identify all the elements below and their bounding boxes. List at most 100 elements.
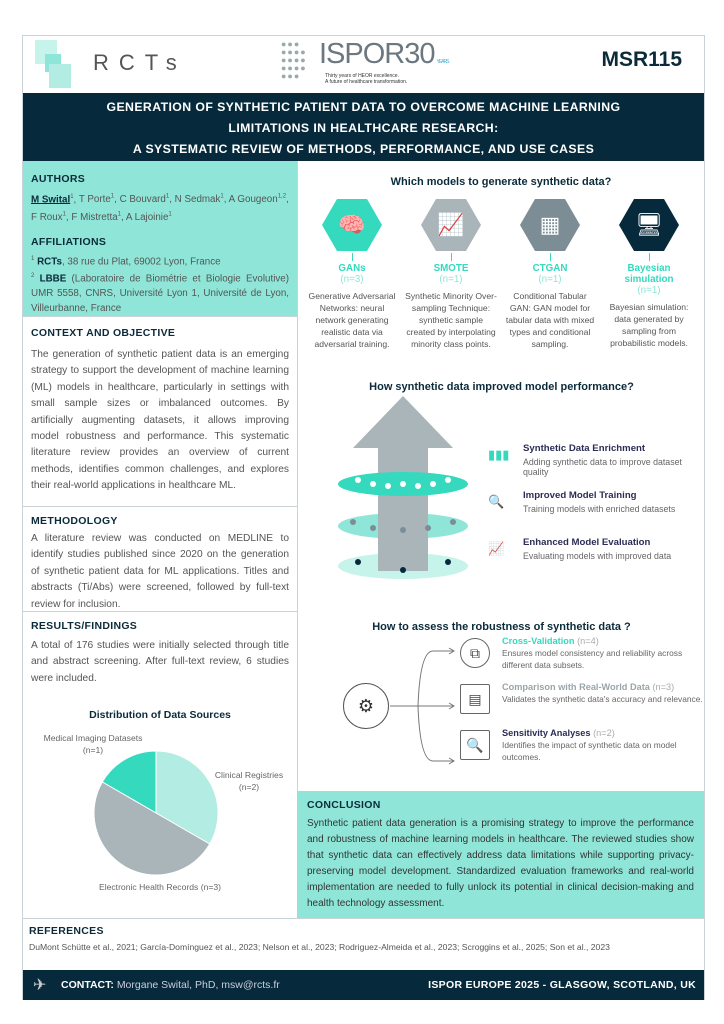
performance-description: Adding synthetic data to improve dataset…: [523, 457, 682, 477]
rcts-logo-text: RCTs: [93, 50, 187, 75]
right-column: Which models to generate synthetic data?…: [297, 161, 704, 918]
performance-title: Enhanced Model Evaluation: [523, 537, 651, 548]
methodology-section: METHODOLOGY A literature review was cond…: [23, 506, 297, 611]
event-name: ISPOR EUROPE 2025 - GLASGOW, SCOTLAND, U…: [428, 979, 696, 991]
gear-chart-icon: ⚙: [343, 683, 389, 729]
robustness-title: Cross-Validation: [502, 636, 575, 646]
affiliations-heading: AFFILIATIONS: [31, 235, 107, 248]
performance-description: Training models with enriched datasets: [523, 504, 676, 514]
conclusion-heading: CONCLUSION: [307, 799, 381, 811]
magnifier-chart-icon: 🔍: [488, 494, 505, 509]
authors-list: M Swital1, T Porte1, C Bouvard1, N Sedma…: [31, 194, 289, 223]
authors-section: AUTHORS M Swital1, T Porte1, C Bouvard1,…: [23, 161, 297, 316]
growth-chart-icon: 📈: [488, 541, 505, 556]
rcts-logo-mark: [35, 40, 85, 88]
results-section: RESULTS/FINDINGS A total of 176 studies …: [23, 611, 297, 918]
title-line: LIMITATIONS IN HEALTHCARE RESEARCH:: [228, 121, 499, 135]
author: N Sedmak: [174, 194, 221, 206]
context-text: The generation of synthetic patient data…: [31, 349, 289, 492]
model-name: CTGAN: [532, 263, 568, 274]
footer: ✈ CONTACT: Morgane Swital, PhD, msw@rcts…: [23, 970, 704, 1000]
pie-label-ehr: Electronic Health Records (n=3): [98, 882, 222, 892]
title-line: GENERATION OF SYNTHETIC PATIENT DATA TO …: [106, 100, 621, 114]
models-list: 🧠 GANs (n=3) Generative Adversarial Netw…: [298, 199, 705, 369]
brain-icon: 🧠: [322, 199, 382, 251]
ispor-tagline: Thirty years of HEOR excellence.A future…: [325, 73, 408, 85]
robustness-item: ⧉ Cross-Validation (n=4) Ensures model c…: [460, 636, 705, 671]
model-name: SMOTE: [433, 263, 469, 274]
model-description: Conditional Tabular GAN: GAN model for t…: [505, 291, 595, 349]
pie-label-registries: Clinical Registries(n=2): [214, 770, 284, 792]
methodology-text: A literature review was conducted on MED…: [31, 533, 289, 610]
table-icon: ▦: [520, 199, 580, 251]
author: A Lajoinie: [125, 211, 169, 223]
author: C Bouvard: [119, 194, 166, 206]
performance-description: Evaluating models with improved data: [523, 551, 672, 561]
cross-validation-icon: ⧉: [460, 638, 490, 668]
model-card: 🖥 Bayesian simulation (n=1) Bayesian sim…: [603, 199, 695, 349]
robustness-question: How to assess the robustness of syntheti…: [372, 621, 631, 633]
conclusion-section: CONCLUSION Synthetic patient data genera…: [297, 791, 704, 918]
authors-heading: AUTHORS: [31, 173, 86, 185]
model-card: ▦ CTGAN (n=1) Conditional Tabular GAN: G…: [504, 199, 596, 350]
computer-icon: 🖥: [619, 199, 679, 251]
model-description: Bayesian simulation: data generated by s…: [609, 302, 689, 348]
author: F Roux: [31, 211, 63, 223]
references-heading: REFERENCES: [29, 925, 104, 937]
conclusion-text: Synthetic patient data generation is a p…: [307, 818, 694, 909]
robustness-description: Identifies the impact of synthetic data …: [502, 740, 677, 762]
robustness-item: 🔍 Sensitivity Analyses (n=2) Identifies …: [460, 728, 705, 763]
model-count: (n=3): [340, 274, 364, 285]
performance-arrow-illustration: [338, 396, 468, 579]
pie-slice-ehr: [93, 781, 211, 876]
results-heading: RESULTS/FINDINGS: [31, 620, 138, 632]
poster-title: GENERATION OF SYNTHETIC PATIENT DATA TO …: [23, 93, 704, 161]
performance-question: How synthetic data improved model perfor…: [369, 381, 634, 393]
left-column: AUTHORS M Swital1, T Porte1, C Bouvard1,…: [23, 161, 297, 918]
title-line: A SYSTEMATIC REVIEW OF METHODS, PERFORMA…: [132, 142, 595, 156]
robustness-count: (n=4): [577, 636, 599, 646]
model-name: Bayesian simulation: [624, 263, 674, 285]
author: T Porte: [78, 194, 111, 206]
robustness-count: (n=3): [652, 682, 675, 692]
growth-chart-icon: 📈: [421, 199, 481, 251]
performance-title: Synthetic Data Enrichment: [523, 443, 646, 454]
robustness-title: Sensitivity Analyses: [502, 728, 591, 738]
ispor-dots-icon: ●●●●●●●●●●●●●●●●●●: [281, 39, 307, 81]
branch-arrows: [390, 647, 455, 765]
performance-title: Improved Model Training: [523, 490, 637, 501]
poster-id: MSR115: [601, 48, 682, 71]
robustness-description: Ensures model consistency and reliabilit…: [502, 648, 683, 670]
robustness-item: ▤ Comparison with Real-World Data (n=3) …: [460, 682, 705, 714]
pie-slice-registries: [155, 750, 219, 845]
contact: CONTACT: Morgane Swital, PhD, msw@rcts.f…: [61, 979, 280, 991]
bar-chart-icon: ▮▮▮: [488, 447, 510, 462]
model-count: (n=1): [538, 274, 562, 285]
model-card: 🧠 GANs (n=3) Generative Adversarial Netw…: [306, 199, 398, 350]
contact-email[interactable]: Morgane Swital, PhD, msw@rcts.fr: [116, 979, 280, 991]
model-count: (n=1): [637, 285, 661, 296]
pie-chart: [93, 750, 219, 876]
model-description: Generative Adversarial Networks: neural …: [308, 291, 396, 349]
context-section: CONTEXT AND OBJECTIVE The generation of …: [23, 316, 297, 506]
methodology-heading: METHODOLOGY: [31, 515, 118, 527]
paper-plane-icon: ✈: [33, 977, 47, 994]
lead-author: M Swital: [31, 194, 71, 206]
model-card: 📈 SMOTE (n=1) Synthetic Minority Over-sa…: [405, 199, 497, 350]
references-text: DuMont Schütte et al., 2021; García-Domí…: [29, 942, 610, 952]
references-section: REFERENCES DuMont Schütte et al., 2021; …: [23, 918, 704, 970]
author: A Gougeon: [228, 194, 278, 206]
pie-label-imaging: Medical Imaging Datasets(n=1): [43, 733, 143, 755]
document-compare-icon: ▤: [460, 684, 490, 714]
co-authors: T Porte1, C Bouvard1, N Sedmak1, A Gouge…: [31, 194, 289, 223]
author: F Mistretta: [71, 211, 118, 223]
robustness-description: Validates the synthetic data's accuracy …: [502, 694, 703, 704]
results-text: A total of 176 studies were initially se…: [31, 640, 289, 684]
model-count: (n=1): [439, 274, 463, 285]
